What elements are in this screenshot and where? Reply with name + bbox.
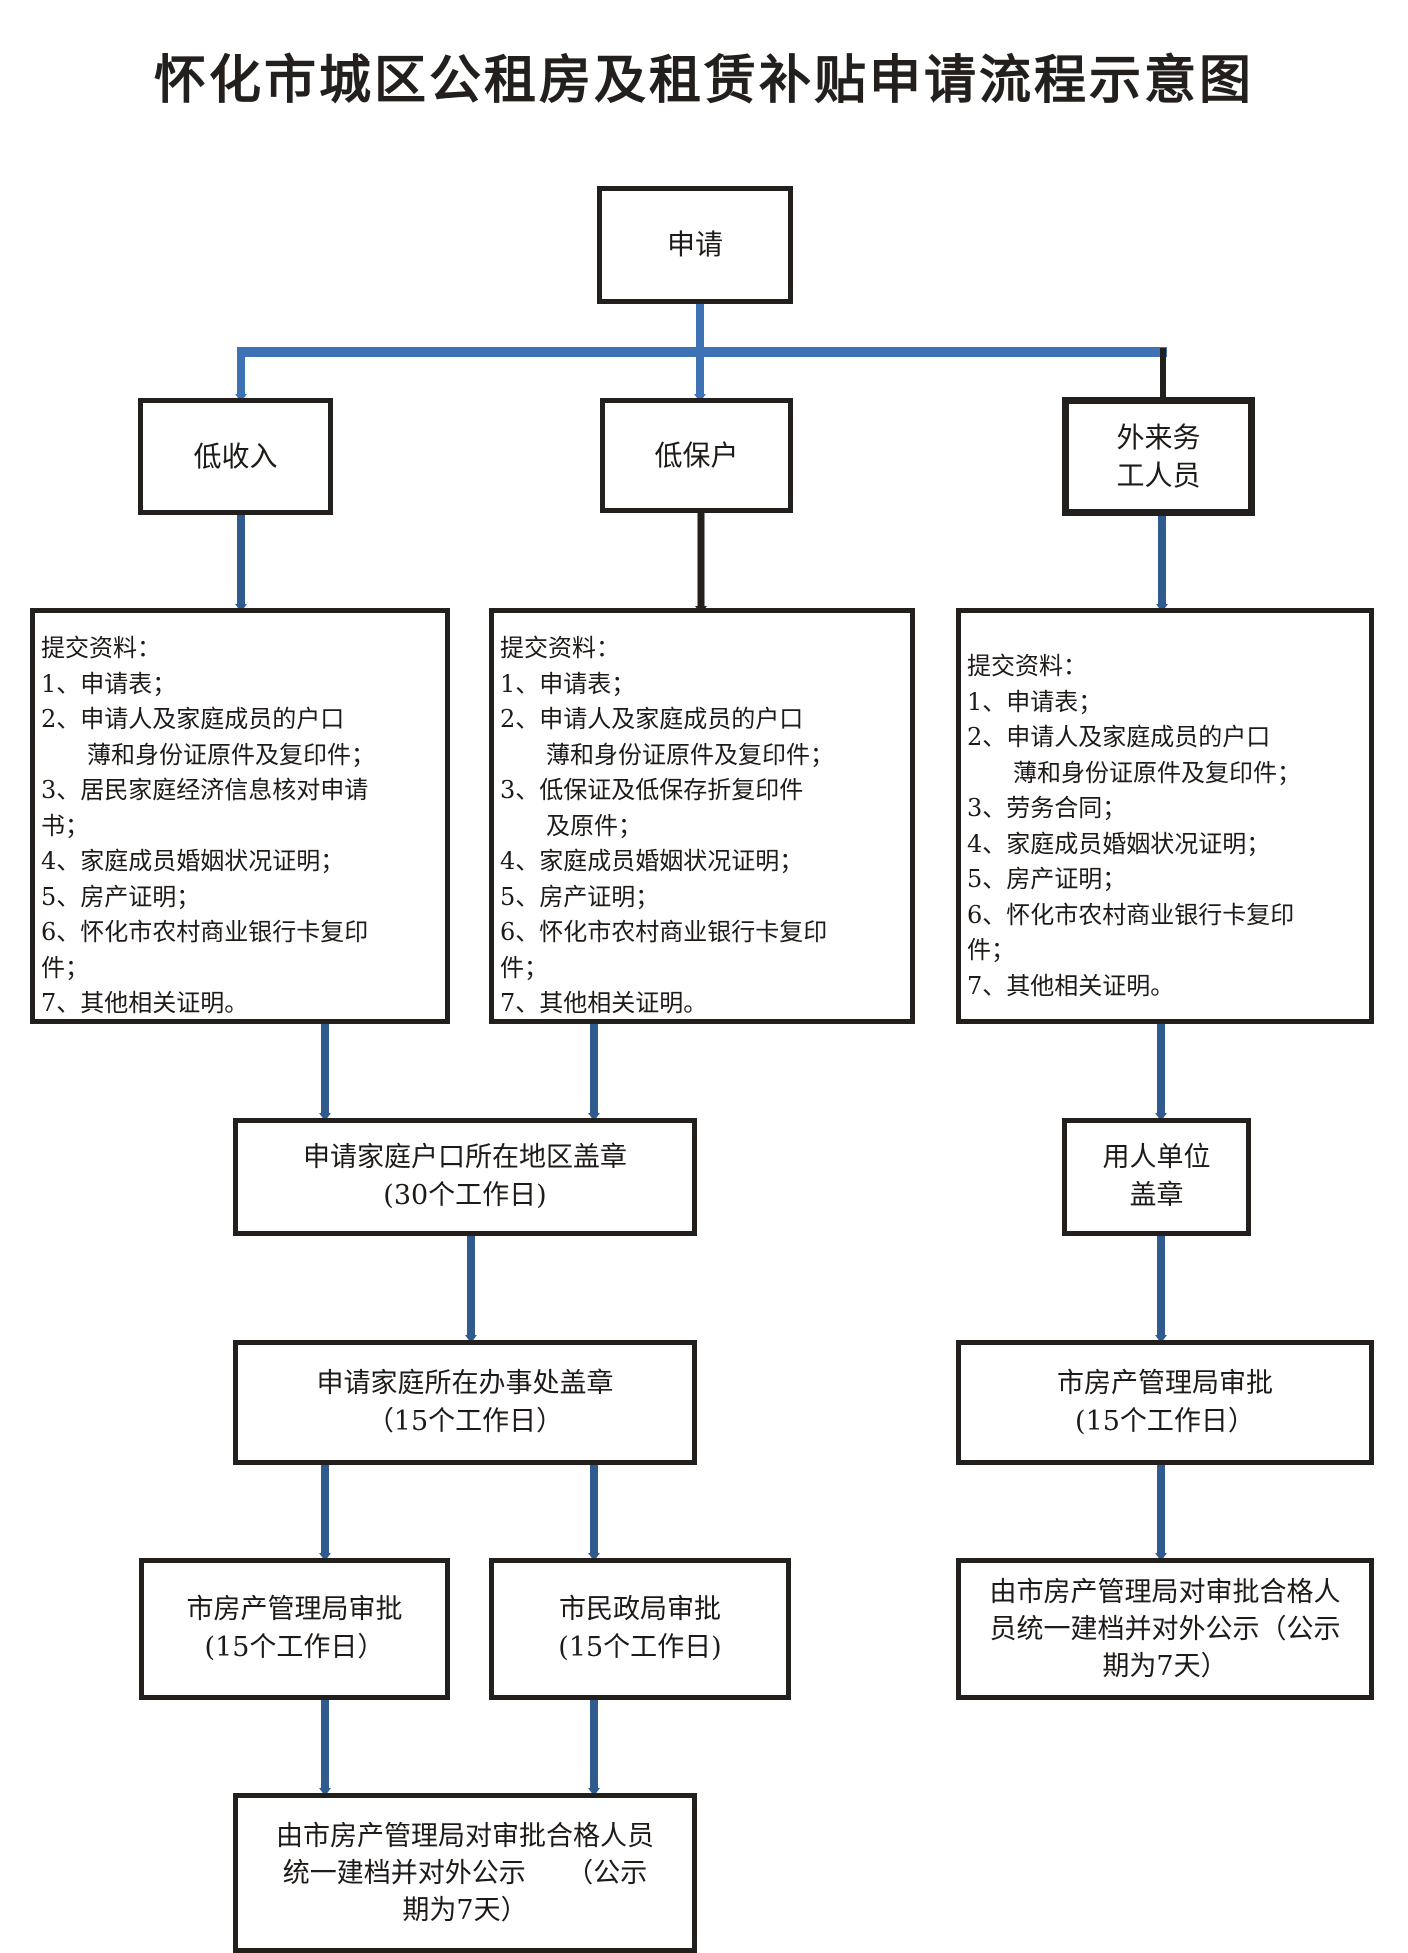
node-household-stamp-label: 申请家庭户口所在地区盖章 (30个工作日) bbox=[303, 1142, 627, 1211]
materials-item: 4、家庭成员婚姻状况证明； bbox=[967, 829, 1271, 858]
materials-item: 7、其他相关证明。 bbox=[967, 971, 1175, 1000]
node-housing-approval-right-label: 市房产管理局审批 (15个工作日） bbox=[1057, 1367, 1273, 1437]
node-employer-stamp-label: 用人单位 盖章 bbox=[1102, 1142, 1211, 1211]
materials-item: 2、申请人及家庭成员的户口 bbox=[500, 705, 804, 733]
materials-item: 7、其他相关证明。 bbox=[500, 989, 708, 1017]
arrow-employer-housing-head-icon bbox=[1155, 1335, 1167, 1343]
arrow-office-housing-left-head-icon bbox=[319, 1553, 331, 1561]
materials-list: 提交资料： 1、申请表； 2、申请人及家庭成员的户口薄和身份证原件及复印件； 3、劳务… bbox=[967, 649, 1301, 1004]
arrow-household-office-head-icon bbox=[465, 1335, 477, 1343]
node-civil-affairs-approval-label: 市民政局审批 (15个工作日) bbox=[558, 1594, 722, 1663]
materials-item: 6、怀化市农村商业银行卡复印 bbox=[500, 918, 828, 946]
node-low-security-label: 低保户 bbox=[654, 438, 739, 472]
materials-migrant-worker: 提交资料： 1、申请表； 2、申请人及家庭成员的户口薄和身份证原件及复印件； 3、劳务… bbox=[956, 608, 1374, 1024]
materials-heading: 提交资料： bbox=[41, 634, 161, 662]
materials-item: 4、家庭成员婚姻状况证明； bbox=[41, 847, 345, 875]
node-final-right: 由市房产管理局对审批合格人 员统一建档并对外公示（公示 期为7天） bbox=[956, 1558, 1374, 1700]
node-final-left-label: 由市房产管理局对审批合格人员 统一建档并对外公示 （公示 期为7天） bbox=[276, 1820, 654, 1926]
materials-item: 2、申请人及家庭成员的户口 bbox=[41, 705, 345, 733]
node-final-left: 由市房产管理局对审批合格人员 统一建档并对外公示 （公示 期为7天） bbox=[233, 1793, 697, 1953]
materials-item: 及原件； bbox=[546, 811, 642, 840]
materials-item: 件； bbox=[41, 953, 89, 982]
node-housing-approval-right: 市房产管理局审批 (15个工作日） bbox=[956, 1340, 1374, 1465]
materials-item: 5、房产证明； bbox=[967, 865, 1127, 893]
node-housing-approval-left-label: 市房产管理局审批 (15个工作日） bbox=[186, 1594, 403, 1663]
materials-item: 6、怀化市农村商业银行卡复印 bbox=[967, 900, 1295, 929]
arrow-housing-right-final-head-icon bbox=[1155, 1553, 1167, 1561]
diagram-title: 怀化市城区公租房及租赁补贴申请流程示意图 bbox=[153, 51, 1254, 111]
materials-item: 5、房产证明； bbox=[41, 882, 201, 911]
materials-list: 提交资料： 1、申请表； 2、申请人及家庭成员的户口薄和身份证原件及复印件； 3、低保… bbox=[500, 631, 834, 1022]
materials-heading: 提交资料： bbox=[500, 634, 620, 662]
materials-item: 薄和身份证原件及复印件； bbox=[1013, 758, 1301, 787]
materials-heading: 提交资料： bbox=[967, 652, 1087, 680]
arrow-office-civil-affairs-head-icon bbox=[588, 1553, 600, 1561]
materials-item: 薄和身份证原件及复印件； bbox=[546, 740, 834, 769]
materials-item: 4、家庭成员婚姻状况证明； bbox=[500, 847, 804, 875]
materials-item: 1、申请表； bbox=[41, 669, 177, 698]
node-housing-approval-left: 市房产管理局审批 (15个工作日） bbox=[139, 1558, 450, 1700]
node-migrant-worker: 外来务 工人员 bbox=[1062, 397, 1255, 516]
node-apply-label: 申请 bbox=[666, 228, 723, 261]
materials-item: 件； bbox=[967, 936, 1015, 964]
materials-item: 1、申请表； bbox=[500, 669, 636, 698]
node-office-stamp: 申请家庭所在办事处盖章 （15个工作日） bbox=[233, 1340, 697, 1465]
arrow-materials-employer-head-icon bbox=[1155, 1113, 1167, 1121]
materials-item: 件； bbox=[500, 953, 548, 982]
arrow-materials-household-left-head-icon bbox=[319, 1113, 331, 1121]
materials-item: 5、房产证明； bbox=[500, 882, 660, 911]
materials-list: 提交资料： 1、申请表； 2、申请人及家庭成员的户口薄和身份证原件及复印件； 3、居民… bbox=[41, 631, 375, 1022]
arrow-materials-household-mid-head-icon bbox=[588, 1113, 600, 1121]
materials-item: 1、申请表； bbox=[967, 687, 1103, 716]
materials-item: 3、居民家庭经济信息核对申请 bbox=[41, 776, 369, 804]
node-office-stamp-label: 申请家庭所在办事处盖章 （15个工作日） bbox=[316, 1367, 614, 1437]
materials-item: 3、低保证及低保存折复印件 bbox=[500, 776, 804, 804]
materials-item: 6、怀化市农村商业银行卡复印 bbox=[41, 918, 369, 946]
materials-item: 2、申请人及家庭成员的户口 bbox=[967, 723, 1271, 751]
node-civil-affairs-approval: 市民政局审批 (15个工作日) bbox=[489, 1558, 791, 1700]
materials-low-security: 提交资料： 1、申请表； 2、申请人及家庭成员的户口薄和身份证原件及复印件； 3、低保… bbox=[489, 608, 915, 1024]
node-household-stamp: 申请家庭户口所在地区盖章 (30个工作日) bbox=[233, 1118, 697, 1236]
materials-item: 书； bbox=[41, 811, 89, 840]
node-employer-stamp: 用人单位 盖章 bbox=[1062, 1118, 1251, 1236]
materials-item: 7、其他相关证明。 bbox=[41, 989, 249, 1017]
arrow-civil-affairs-final-head-icon bbox=[588, 1788, 600, 1796]
node-apply: 申请 bbox=[597, 186, 793, 304]
materials-item: 3、劳务合同； bbox=[967, 794, 1127, 822]
node-low-income: 低收入 bbox=[138, 398, 333, 515]
arrow-housing-left-final-head-icon bbox=[319, 1788, 331, 1796]
materials-low-income: 提交资料： 1、申请表； 2、申请人及家庭成员的户口薄和身份证原件及复印件； 3、居民… bbox=[30, 608, 450, 1024]
node-low-security: 低保户 bbox=[600, 398, 793, 513]
node-low-income-label: 低收入 bbox=[193, 439, 278, 473]
node-final-right-label: 由市房产管理局对审批合格人 员统一建档并对外公示（公示 期为7天） bbox=[989, 1576, 1341, 1682]
node-migrant-worker-label: 外来务 工人员 bbox=[1116, 420, 1201, 492]
materials-item: 薄和身份证原件及复印件； bbox=[87, 740, 375, 769]
